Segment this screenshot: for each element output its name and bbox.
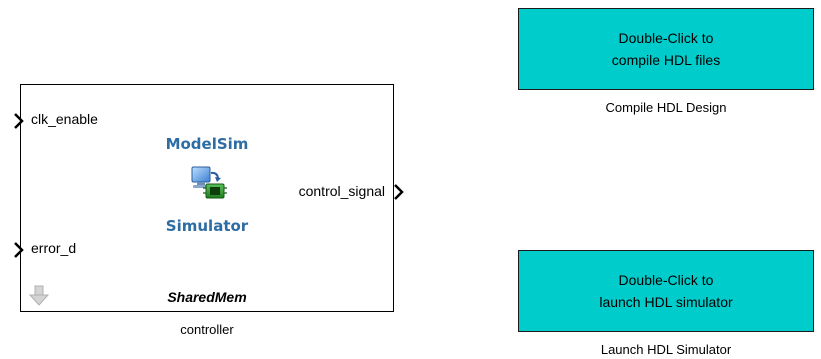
block-name-launch[interactable]: Launch HDL Simulator [600,342,732,357]
simulator-title-top: ModelSim [165,135,249,153]
launch-hdl-simulator-button[interactable]: Double-Click to launch HDL simulator [518,250,814,332]
block-name-compile[interactable]: Compile HDL Design [605,100,727,115]
output-port-label: control_signal [298,183,385,199]
compile-line-2: compile HDL files [611,52,721,68]
output-port-arrow-icon[interactable] [393,183,405,201]
input-port-label: error_d [31,240,77,256]
down-arrow-icon[interactable] [29,285,49,307]
input-port-label: clk_enable [31,111,98,127]
modelsim-simulator-icon [191,166,227,199]
block-name-controller[interactable]: controller [180,322,234,337]
connection-mode-label: SharedMem [167,289,247,305]
compile-hdl-button[interactable]: Double-Click to compile HDL files [518,8,814,90]
hdl-cosim-block[interactable]: clk_enable error_d control_signal ModelS… [14,84,404,312]
launch-line-2: launch HDL simulator [599,294,733,310]
input-port-arrow-icon[interactable] [13,112,25,130]
input-port-arrow-icon[interactable] [13,241,25,259]
compile-line-1: Double-Click to [618,30,714,46]
launch-line-1: Double-Click to [618,272,714,288]
simulator-title-bottom: Simulator [165,217,249,235]
